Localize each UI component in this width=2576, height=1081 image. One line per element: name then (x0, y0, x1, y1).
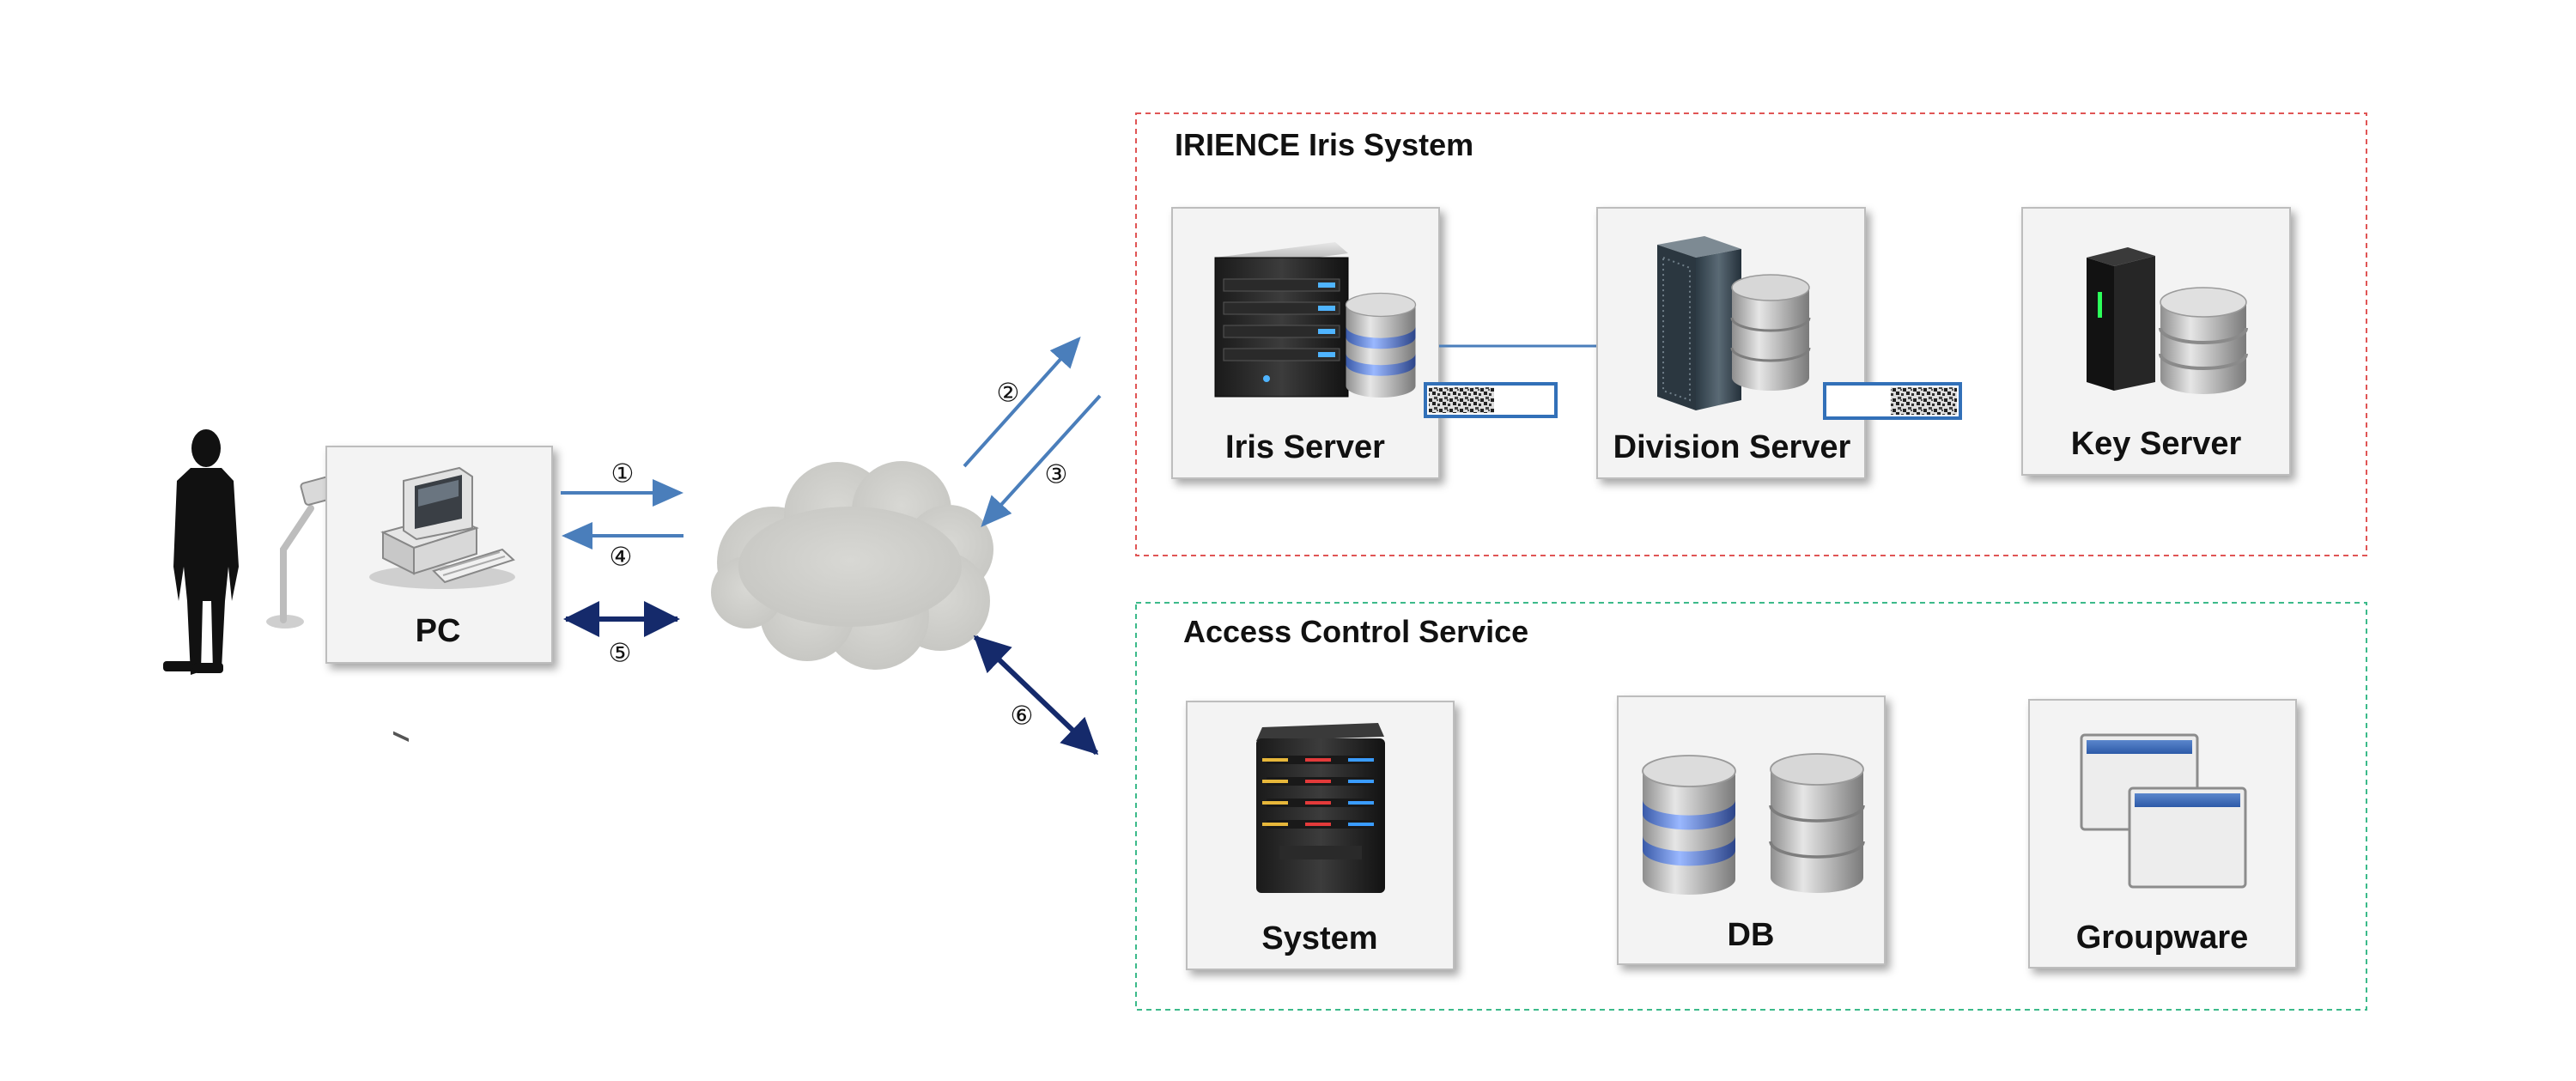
pc-node[interactable]: PC (325, 446, 553, 742)
person-silhouette-icon (163, 429, 239, 675)
database-icon (1642, 755, 1736, 896)
step-label-6: ⑥ (1011, 701, 1034, 732)
db-node[interactable]: DB (1617, 695, 1886, 965)
server-tower-icon (1256, 723, 1385, 893)
database-icon (1769, 752, 1865, 895)
db-label: DB (1728, 917, 1775, 953)
step-label-5: ⑤ (609, 639, 632, 669)
system-node[interactable]: System (1186, 701, 1455, 970)
pc-node-label: PC (416, 613, 461, 649)
iris-server-node[interactable]: Iris Server (1171, 207, 1558, 479)
desktop-computer-icon (369, 466, 515, 742)
application-windows-icon (2080, 733, 2247, 889)
qr-code-pattern (1891, 387, 1957, 415)
database-icon (1345, 292, 1417, 398)
database-icon (2159, 287, 2248, 394)
step-label-3: ③ (1045, 460, 1068, 490)
server-tower-icon (1214, 242, 1349, 398)
step-label-4: ④ (610, 543, 633, 573)
key-server-node[interactable]: Key Server (2021, 207, 2291, 476)
arrow-step-3 (981, 394, 1102, 527)
groupware-label: Groupware (2076, 920, 2249, 956)
arrow-step-6 (973, 635, 1099, 756)
iris-system-group-frame (1135, 112, 2367, 556)
network-cloud-icon (711, 461, 993, 670)
access-control-group-title: Access Control Service (1183, 614, 1529, 649)
groupware-node[interactable]: Groupware (2028, 699, 2297, 969)
arrow-step-2 (963, 337, 1081, 468)
server-tower-icon (1657, 236, 1741, 410)
server-tower-icon (2087, 247, 2155, 391)
division-server-node[interactable]: Division Server (1596, 207, 1962, 479)
access-control-group-frame (1135, 602, 2367, 1011)
iris-server-label: Iris Server (1225, 429, 1385, 465)
step-label-1: ① (611, 459, 635, 489)
key-server-label: Key Server (2071, 426, 2242, 462)
system-label: System (1261, 920, 1377, 957)
database-icon (1730, 273, 1811, 392)
division-server-label: Division Server (1613, 429, 1851, 465)
iris-system-group-title: IRIENCE Iris System (1175, 127, 1474, 162)
qr-code-pattern (1429, 387, 1494, 413)
step-label-2: ② (997, 379, 1020, 409)
